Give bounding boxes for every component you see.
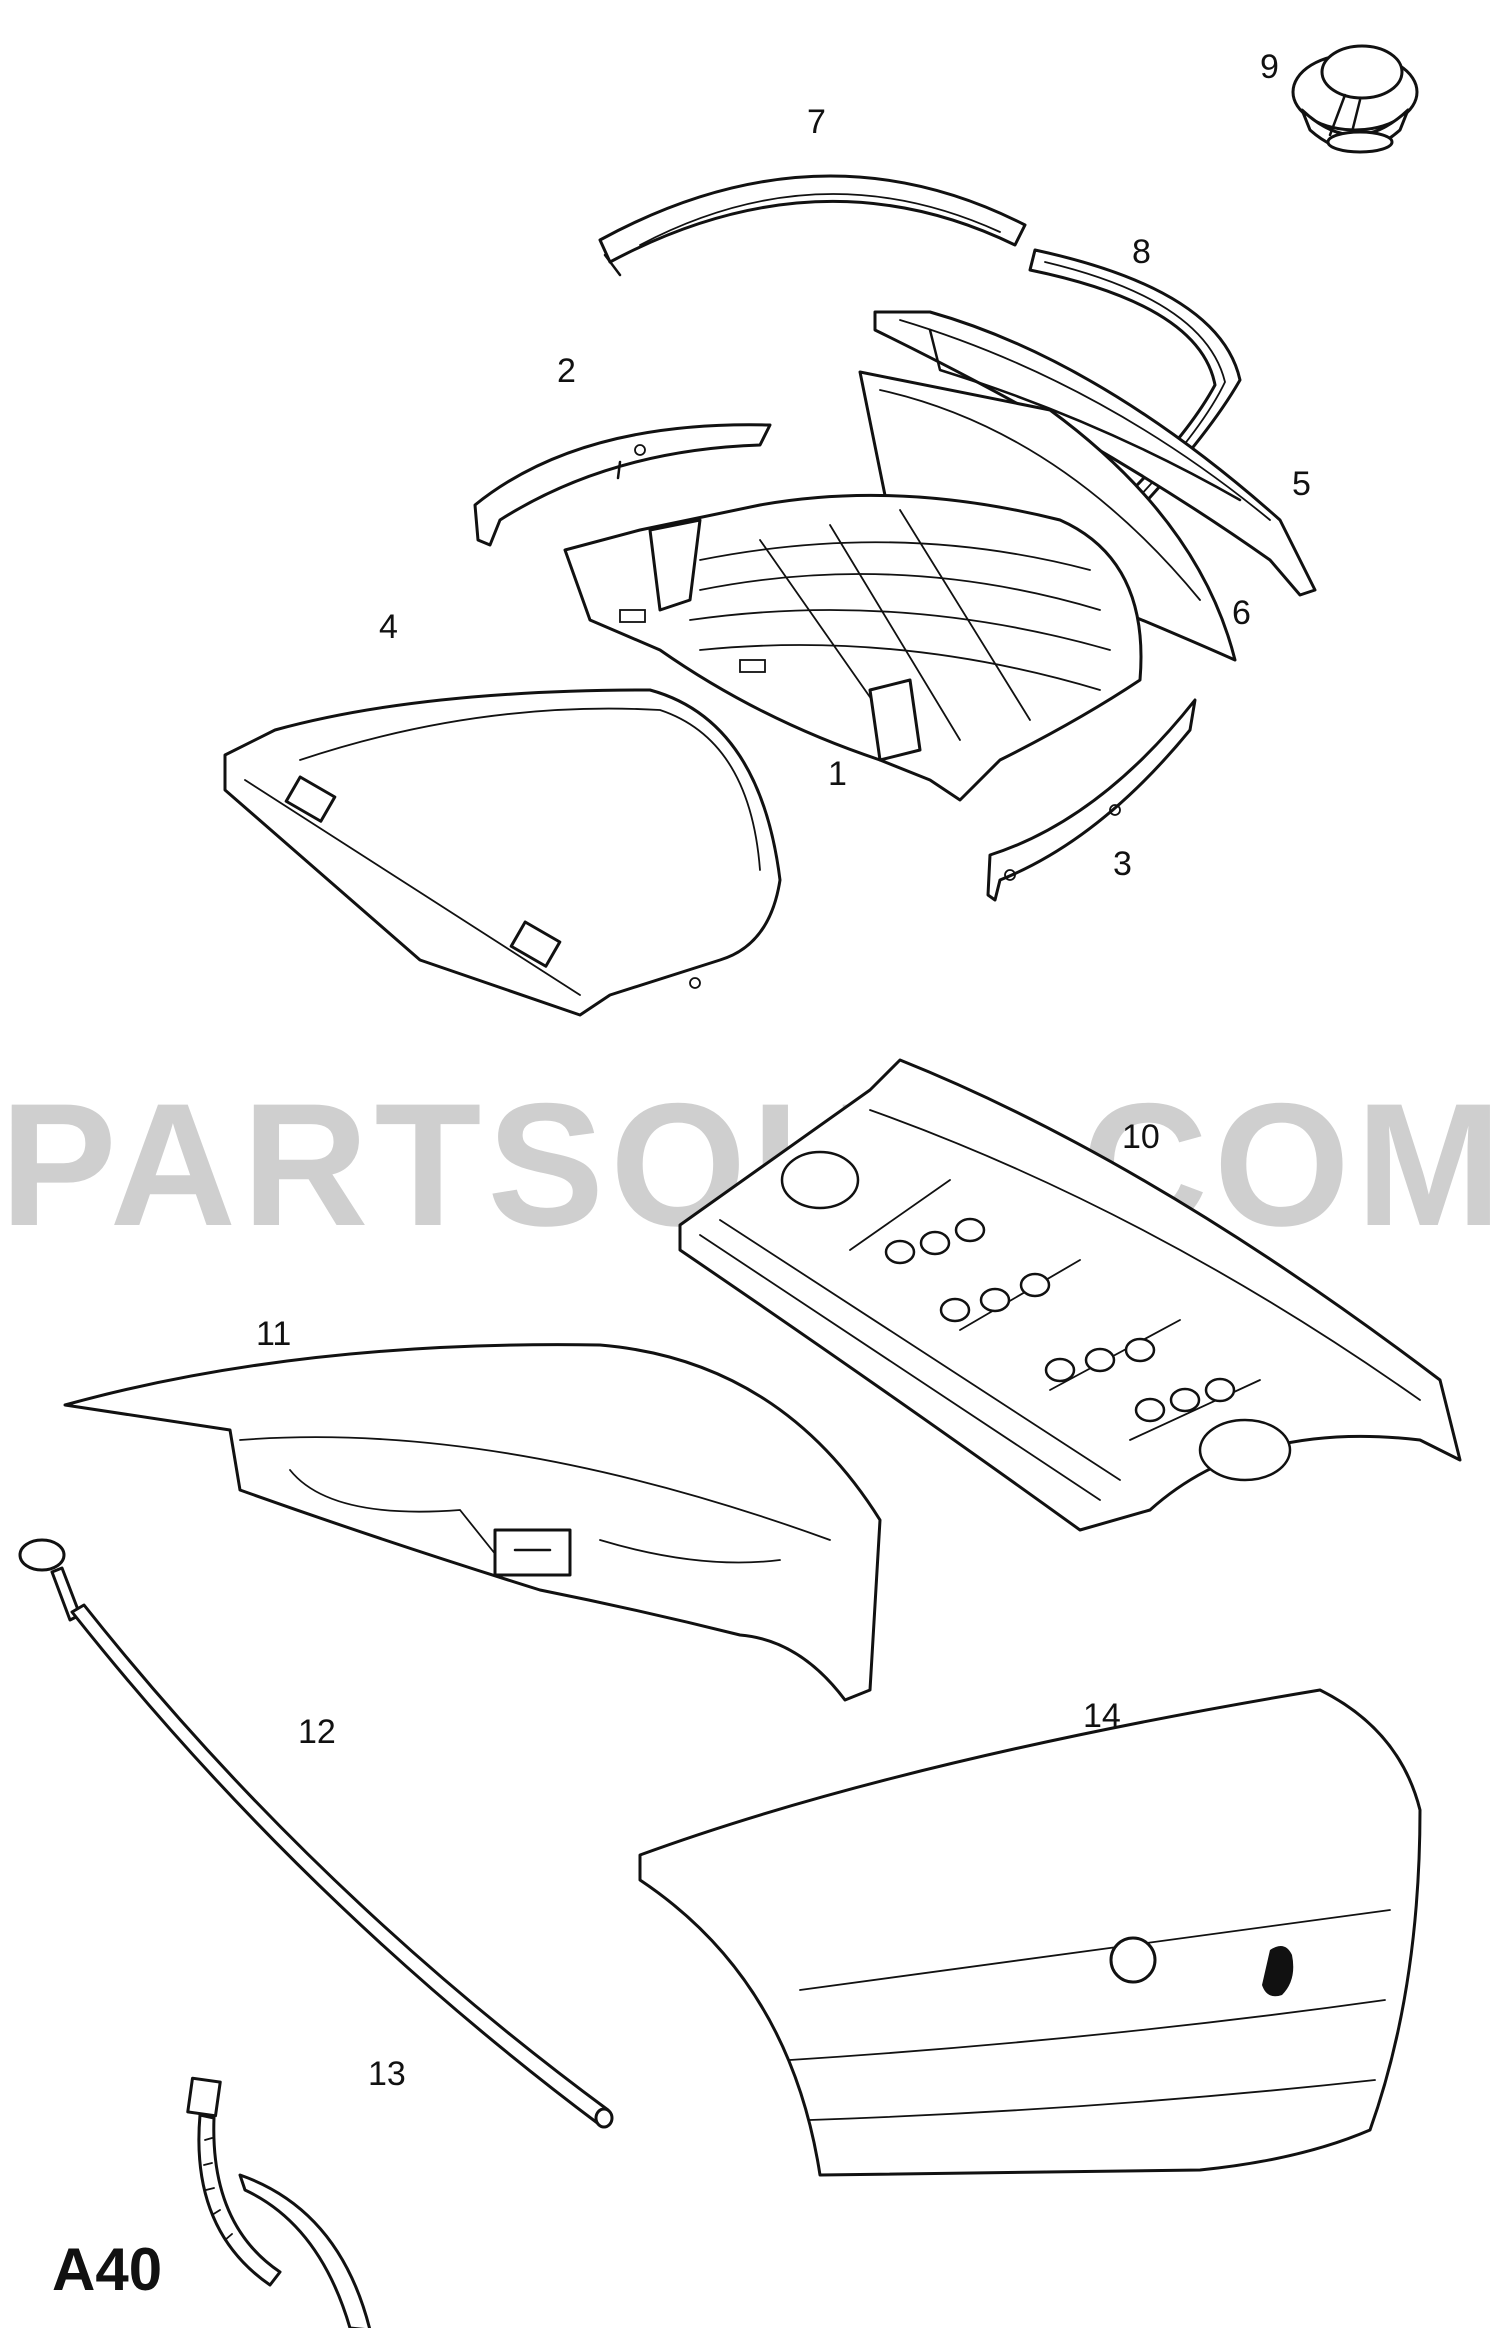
part-10-rear-panel[interactable]	[678, 1058, 1462, 1532]
callout-14: 14	[1083, 1697, 1121, 1735]
part-4-tray[interactable]	[223, 688, 782, 1017]
callout-10: 10	[1122, 1118, 1160, 1156]
callout-3: 3	[1113, 845, 1132, 883]
callout-13: 13	[368, 2055, 406, 2093]
part-3-bracket[interactable]	[986, 698, 1197, 902]
callout-1: 1	[828, 755, 847, 793]
callout-8: 8	[1132, 233, 1151, 271]
callout-7: 7	[807, 103, 826, 141]
part-14-lid-outer[interactable]	[638, 1688, 1422, 2177]
callout-5: 5	[1292, 465, 1311, 503]
callout-11: 11	[256, 1315, 291, 1353]
part-2-bracket[interactable]	[473, 423, 772, 547]
part-5-panel[interactable]	[873, 310, 1317, 597]
part-11-lid-inner[interactable]	[63, 1343, 882, 1702]
callout-6: 6	[1232, 594, 1251, 632]
part-1-shelf[interactable]	[563, 493, 1143, 802]
callout-4: 4	[379, 608, 398, 646]
part-9-clip[interactable]	[1291, 44, 1419, 154]
callout-2: 2	[557, 352, 576, 390]
part-12-seal[interactable]	[18, 1538, 614, 2129]
diagram-code: A40	[52, 2236, 162, 2303]
part-13-cable-tie[interactable]	[186, 2076, 372, 2328]
callout-9: 9	[1260, 48, 1279, 86]
callout-12: 12	[298, 1713, 336, 1751]
part-7-trim[interactable]	[598, 174, 1027, 277]
